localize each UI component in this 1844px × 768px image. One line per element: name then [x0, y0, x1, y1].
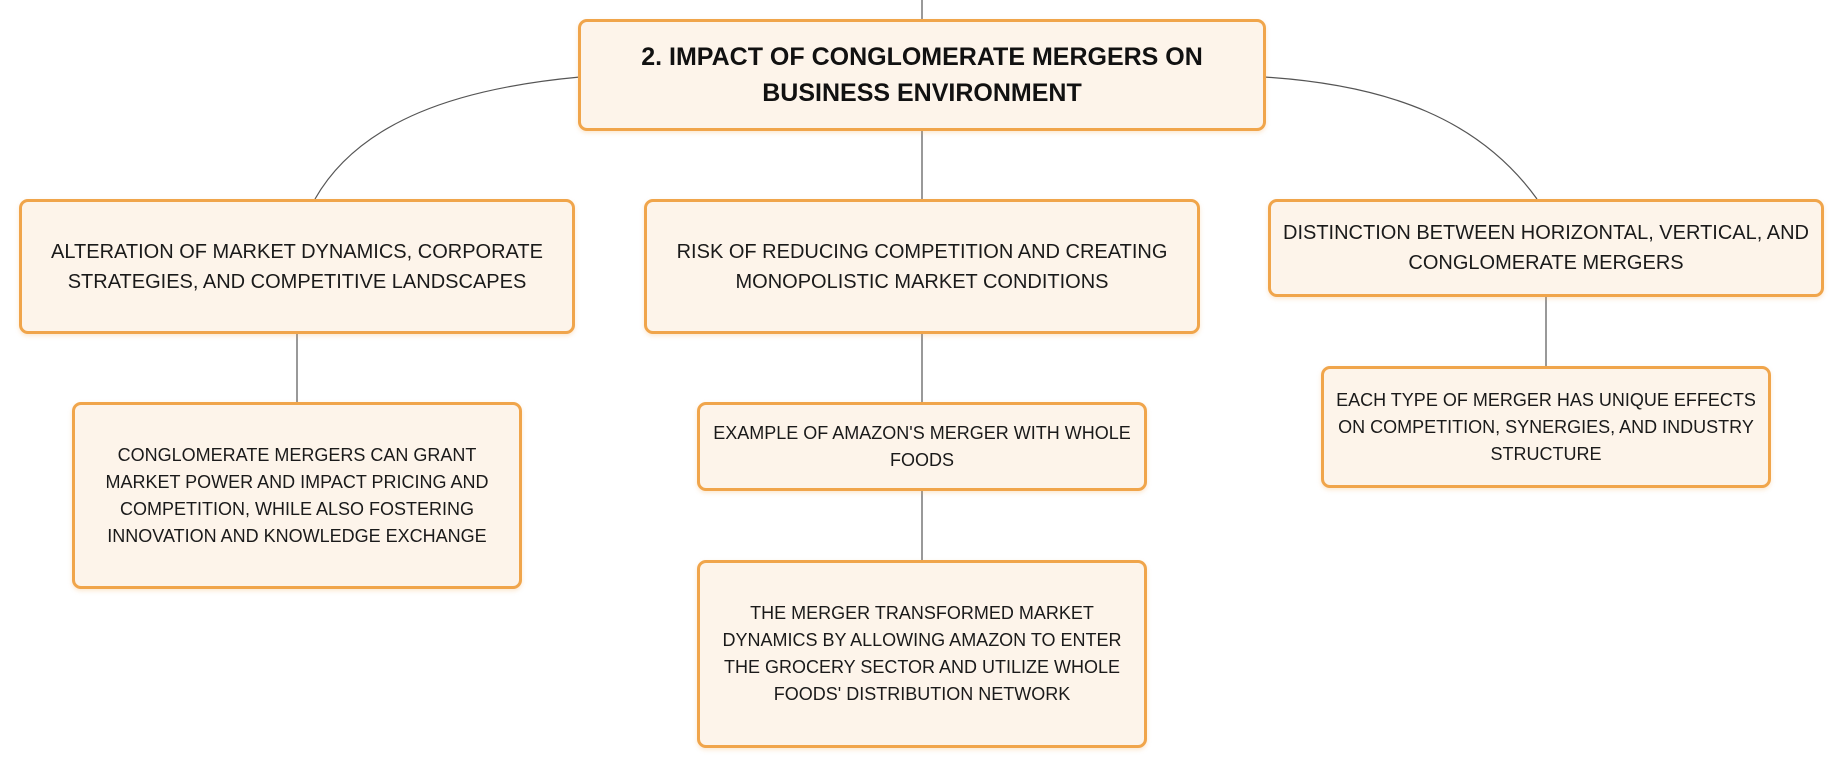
connector-root-to-branch-1	[314, 76, 581, 200]
connector-root-to-branch-3	[1263, 76, 1538, 200]
root-topic-node[interactable]: 2. IMPACT OF CONGLOMERATE MERGERS ON BUS…	[578, 19, 1266, 131]
leaf-node-market-power[interactable]: CONGLOMERATE MERGERS CAN GRANT MARKET PO…	[72, 402, 522, 589]
branch-text-reducing-competition: RISK OF REDUCING COMPETITION AND CREATIN…	[676, 240, 1168, 293]
branch-node-merger-distinction[interactable]: DISTINCTION BETWEEN HORIZONTAL, VERTICAL…	[1268, 199, 1824, 297]
leaf-node-amazon-example[interactable]: EXAMPLE OF AMAZON'S MERGER WITH WHOLE FO…	[697, 402, 1147, 491]
branch-text-market-dynamics: ALTERATION OF MARKET DYNAMICS, CORPORATE…	[51, 240, 543, 293]
branch-node-market-dynamics[interactable]: ALTERATION OF MARKET DYNAMICS, CORPORATE…	[19, 199, 575, 334]
leaf-text-merger-effects: EACH TYPE OF MERGER HAS UNIQUE EFFECTS O…	[1336, 389, 1756, 464]
leaf-text-amazon-example: EXAMPLE OF AMAZON'S MERGER WITH WHOLE FO…	[713, 422, 1131, 470]
leaf-node-amazon-detail[interactable]: THE MERGER TRANSFORMED MARKET DYNAMICS B…	[697, 560, 1147, 748]
root-topic-text: 2. IMPACT OF CONGLOMERATE MERGERS ON BUS…	[641, 43, 1203, 107]
leaf-text-amazon-detail: THE MERGER TRANSFORMED MARKET DYNAMICS B…	[722, 603, 1122, 704]
leaf-node-merger-effects[interactable]: EACH TYPE OF MERGER HAS UNIQUE EFFECTS O…	[1321, 366, 1771, 488]
branch-node-reducing-competition[interactable]: RISK OF REDUCING COMPETITION AND CREATIN…	[644, 199, 1200, 334]
branch-text-merger-distinction: DISTINCTION BETWEEN HORIZONTAL, VERTICAL…	[1283, 222, 1809, 274]
leaf-text-market-power: CONGLOMERATE MERGERS CAN GRANT MARKET PO…	[105, 444, 489, 546]
